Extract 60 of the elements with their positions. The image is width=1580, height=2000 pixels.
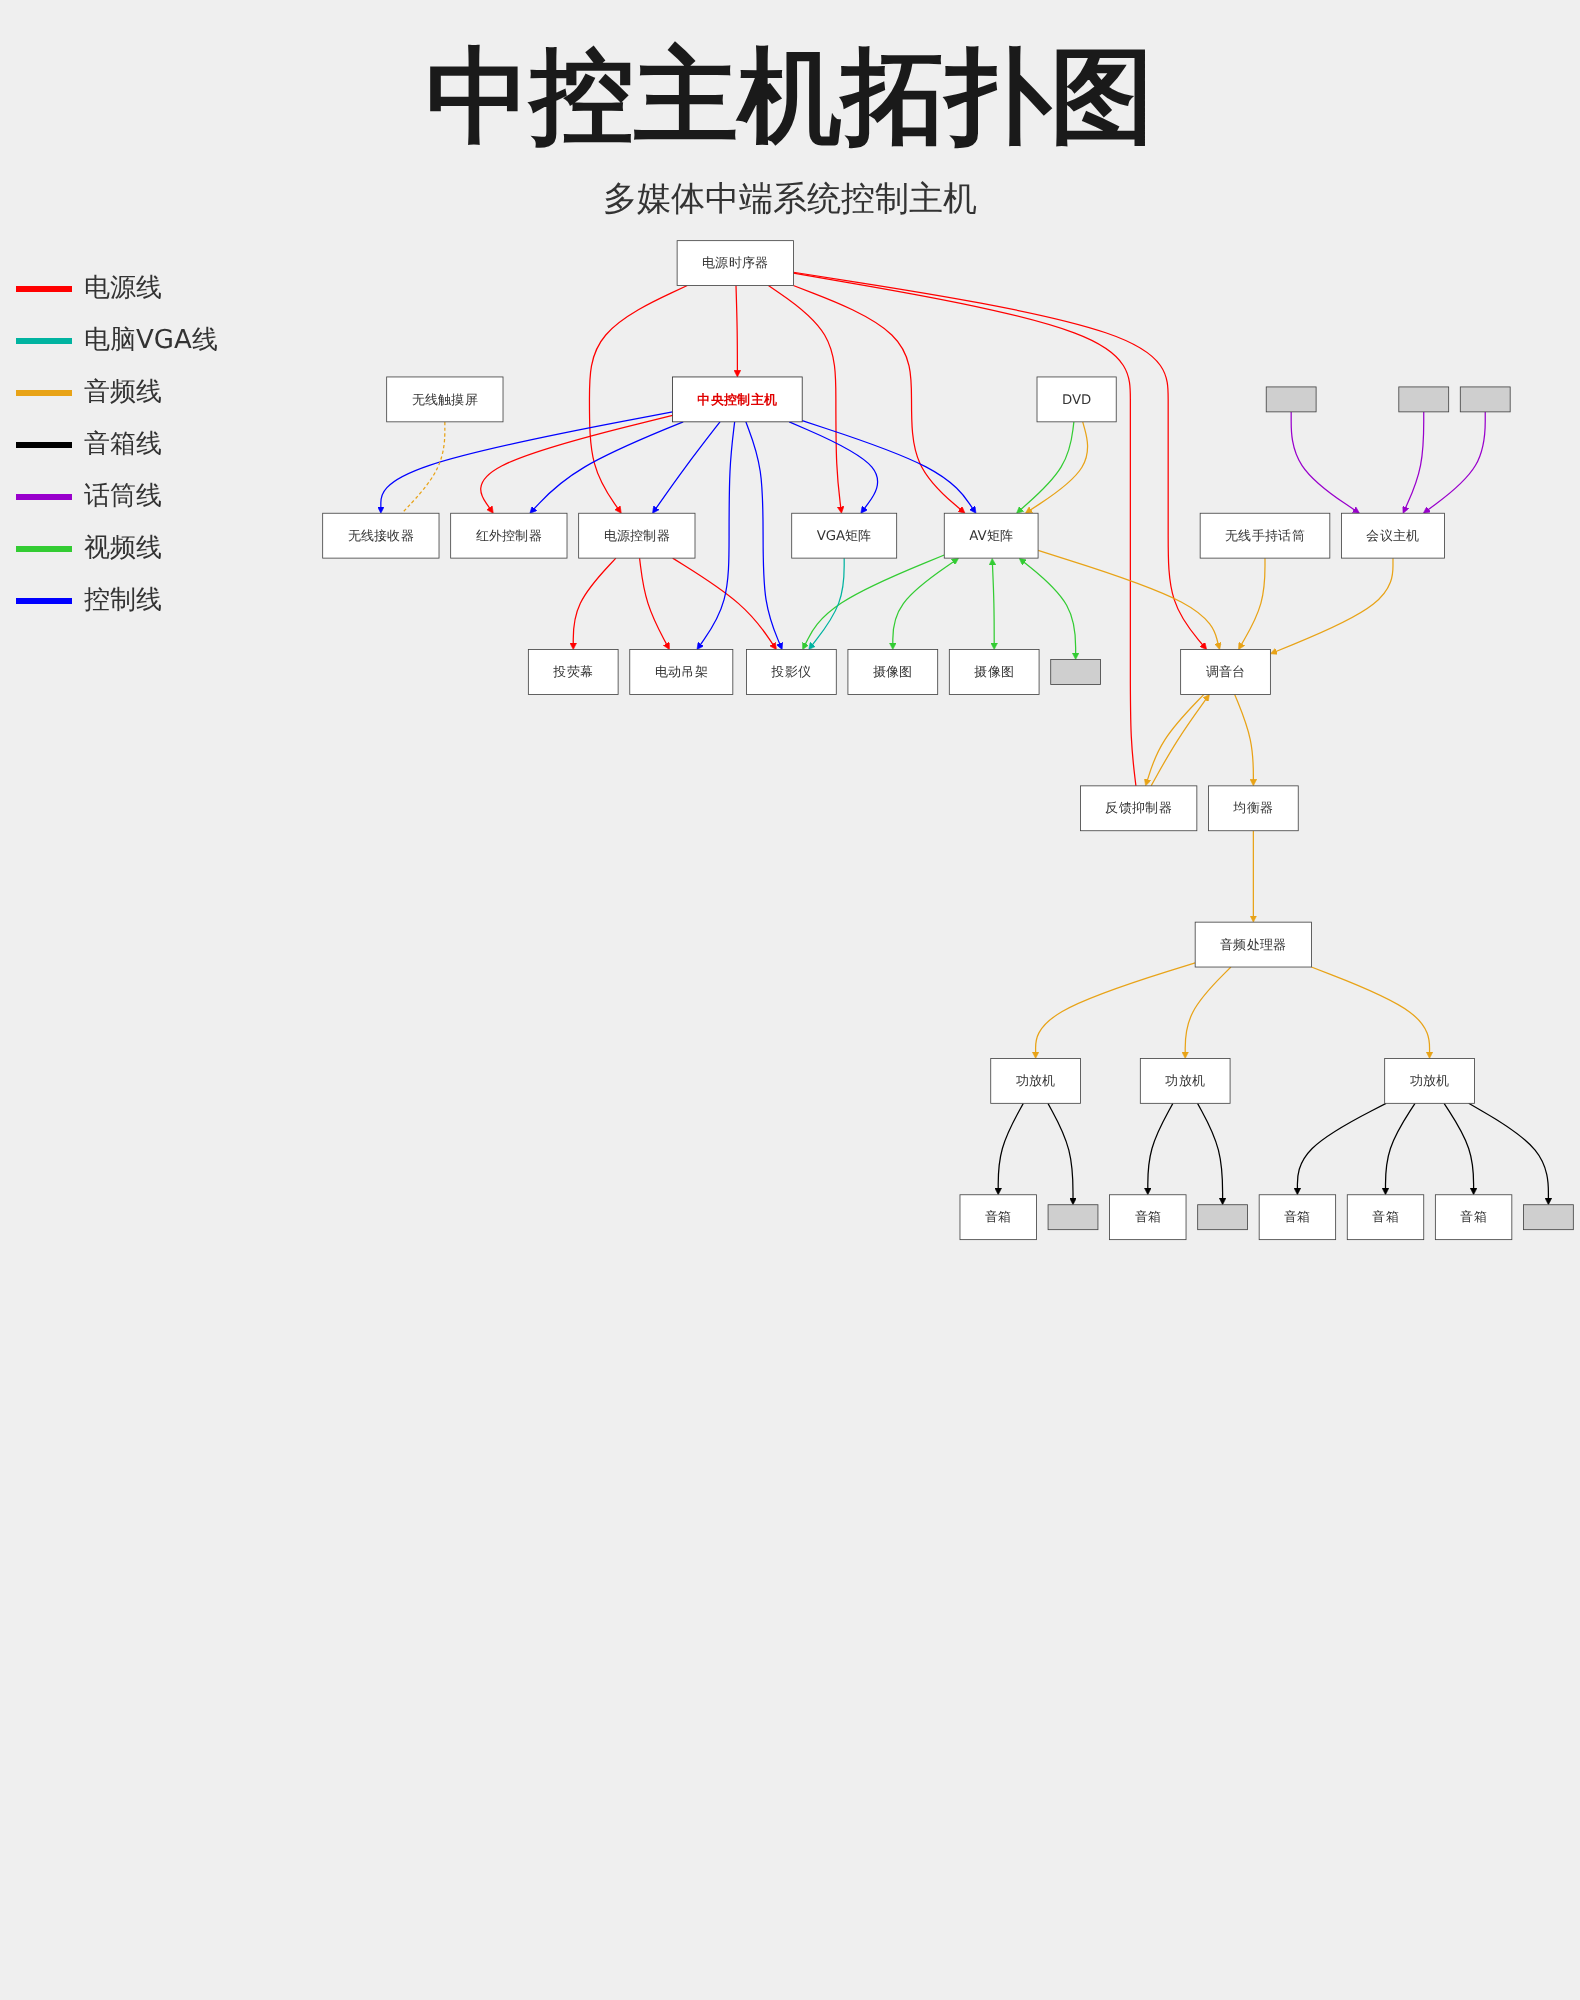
arrow — [792, 284, 966, 514]
legend-label: 音频线 — [84, 376, 162, 410]
arrow — [808, 557, 845, 650]
legend-label: 电脑VGA线 — [84, 324, 218, 358]
node-box — [1523, 1204, 1574, 1231]
legend-label: 控制线 — [84, 584, 162, 618]
arrow — [638, 557, 670, 650]
node-box — [1050, 659, 1101, 685]
node-box — [1047, 1204, 1099, 1231]
node-box — [1197, 1204, 1248, 1231]
legend-label: 视频线 — [84, 532, 162, 566]
connector — [401, 421, 446, 514]
arrow — [1144, 1102, 1174, 1196]
legend-label: 话筒线 — [84, 480, 162, 514]
legend-label: 电源线 — [84, 272, 162, 306]
arrow — [696, 421, 736, 650]
arrow — [1037, 549, 1222, 650]
arrow — [1423, 411, 1486, 514]
arrow — [733, 284, 742, 378]
arrow — [1468, 1102, 1553, 1206]
arrow — [802, 554, 945, 650]
arrow — [652, 421, 721, 514]
legend-label: 音箱线 — [84, 428, 162, 462]
arrow — [889, 558, 959, 650]
arrow — [529, 421, 684, 514]
arrow — [1018, 558, 1080, 660]
node-box — [1459, 386, 1511, 413]
arrow — [569, 557, 617, 650]
arrow — [994, 1102, 1024, 1196]
arrow — [1238, 557, 1266, 650]
arrow — [588, 284, 688, 514]
arrow — [1181, 966, 1232, 1059]
arrow — [1016, 421, 1075, 514]
arrow — [1310, 966, 1434, 1059]
arrow — [1196, 1102, 1227, 1206]
diagram-title: 中控主机拓扑图 — [424, 36, 1156, 162]
arrow — [1047, 1102, 1077, 1206]
arrow — [1293, 1102, 1387, 1196]
arrow — [792, 271, 1207, 650]
arrow — [1443, 1102, 1478, 1196]
arrow — [1381, 1102, 1416, 1196]
arrow — [1031, 962, 1196, 1059]
arrow — [1249, 830, 1257, 923]
arrow — [788, 421, 879, 514]
arrow — [988, 558, 998, 650]
arrow — [377, 411, 674, 514]
arrow — [1270, 557, 1394, 655]
arrow — [672, 557, 777, 650]
arrow — [801, 420, 977, 514]
subtitle: 多媒体中端系统控制主机 — [601, 178, 979, 222]
arrow — [1402, 411, 1425, 514]
arrow — [767, 284, 845, 514]
connector — [792, 272, 1137, 787]
node-box — [1398, 386, 1450, 413]
arrow — [1234, 693, 1257, 787]
arrow — [480, 414, 674, 514]
arrow — [745, 421, 783, 650]
arrow — [1290, 411, 1360, 514]
arrow — [1025, 421, 1089, 514]
node-box — [1265, 386, 1317, 413]
